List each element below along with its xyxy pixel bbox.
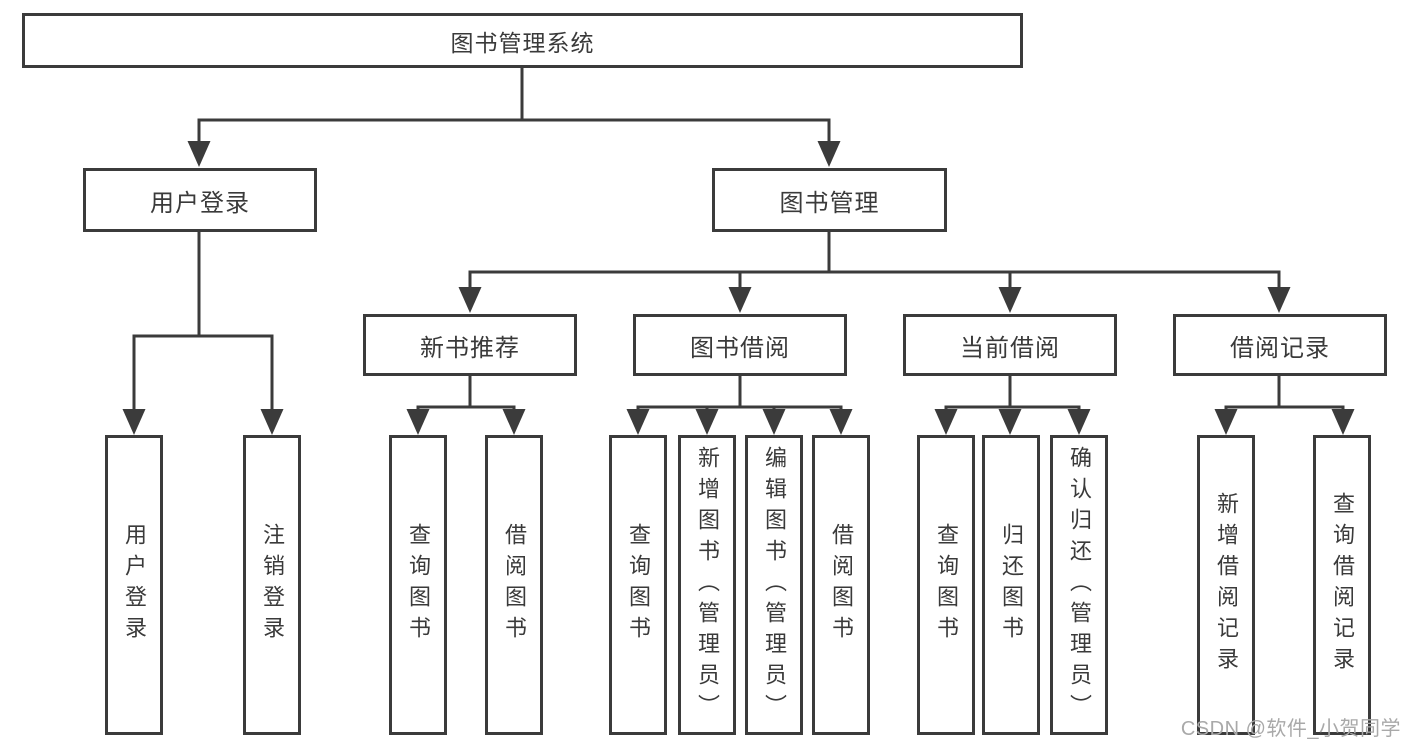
arrowhead [998, 409, 1022, 435]
node-borrow-records-label: 借阅记录 [1230, 334, 1330, 362]
leaf-newbook-borrow-book-label: 借阅图书 [502, 523, 527, 647]
leaf-borrow-borrow-book-label: 借阅图书 [829, 523, 854, 647]
connector-records-split [1224, 405, 1345, 411]
leaf-records-add-record: 新增借阅记录 [1197, 435, 1255, 735]
leaf-newbook-query-book: 查询图书 [389, 435, 447, 735]
node-root-label: 图书管理系统 [450, 29, 595, 56]
leaf-user-login: 用户登录 [105, 435, 163, 735]
node-new-book-recommend-label: 新书推荐 [420, 334, 520, 362]
arrowhead [829, 409, 853, 435]
node-root: 图书管理系统 [22, 13, 1023, 68]
arrowhead [728, 287, 752, 313]
leaf-user-login-label: 用户登录 [122, 523, 147, 647]
leaf-borrow-add-book-admin-label: 新增图书（管理员） [695, 445, 720, 725]
leaf-newbook-query-book-label: 查询图书 [406, 523, 431, 647]
arrowhead [122, 409, 146, 435]
node-current-borrow: 当前借阅 [903, 314, 1117, 376]
leaf-logout: 注销登录 [243, 435, 301, 735]
arrowhead [406, 409, 430, 435]
node-user-login: 用户登录 [83, 168, 317, 232]
leaf-newbook-borrow-book: 借阅图书 [485, 435, 543, 735]
arrowhead [998, 287, 1022, 313]
leaf-borrow-add-book-admin: 新增图书（管理员） [678, 435, 736, 735]
connector-newbook-split [416, 405, 516, 411]
node-current-borrow-label: 当前借阅 [960, 334, 1060, 362]
connector-bookmgmt-split [468, 270, 1281, 289]
leaf-current-return-book-label: 归还图书 [999, 523, 1024, 647]
leaf-records-add-record-label: 新增借阅记录 [1214, 492, 1239, 678]
arrowhead [260, 409, 284, 435]
leaf-borrow-edit-book-admin: 编辑图书（管理员） [745, 435, 803, 735]
arrowhead [187, 141, 211, 167]
leaf-logout-label: 注销登录 [260, 523, 285, 647]
arrowhead [1267, 287, 1291, 313]
leaf-records-query-record-label: 查询借阅记录 [1330, 492, 1355, 678]
connector-root-split [197, 118, 831, 143]
arrowhead [934, 409, 958, 435]
leaf-current-confirm-return-admin: 确认归还（管理员） [1050, 435, 1108, 735]
leaf-borrow-borrow-book: 借阅图书 [812, 435, 870, 735]
leaf-borrow-query-book: 查询图书 [609, 435, 667, 735]
leaf-current-query-book: 查询图书 [917, 435, 975, 735]
leaf-current-return-book: 归还图书 [982, 435, 1040, 735]
arrowhead [762, 409, 786, 435]
node-book-management: 图书管理 [712, 168, 947, 232]
leaf-current-confirm-return-admin-label: 确认归还（管理员） [1067, 445, 1092, 725]
arrowhead [695, 409, 719, 435]
arrowhead [1214, 409, 1238, 435]
arrowhead [1067, 409, 1091, 435]
connector-userlogin-split [132, 334, 274, 411]
leaf-borrow-edit-book-admin-label: 编辑图书（管理员） [762, 445, 787, 725]
node-borrow-records: 借阅记录 [1173, 314, 1387, 376]
leaf-records-query-record: 查询借阅记录 [1313, 435, 1371, 735]
arrowhead [817, 141, 841, 167]
node-book-borrow-label: 图书借阅 [690, 334, 790, 362]
leaf-borrow-query-book-label: 查询图书 [626, 523, 651, 647]
arrowhead [458, 287, 482, 313]
node-new-book-recommend: 新书推荐 [363, 314, 577, 376]
node-book-borrow: 图书借阅 [633, 314, 847, 376]
arrowhead [1331, 409, 1355, 435]
connector-borrow-split [636, 405, 843, 411]
node-book-management-label: 图书管理 [779, 189, 880, 217]
leaf-current-query-book-label: 查询图书 [934, 523, 959, 647]
node-user-login-label: 用户登录 [150, 189, 250, 217]
arrowhead [502, 409, 526, 435]
arrowhead [626, 409, 650, 435]
